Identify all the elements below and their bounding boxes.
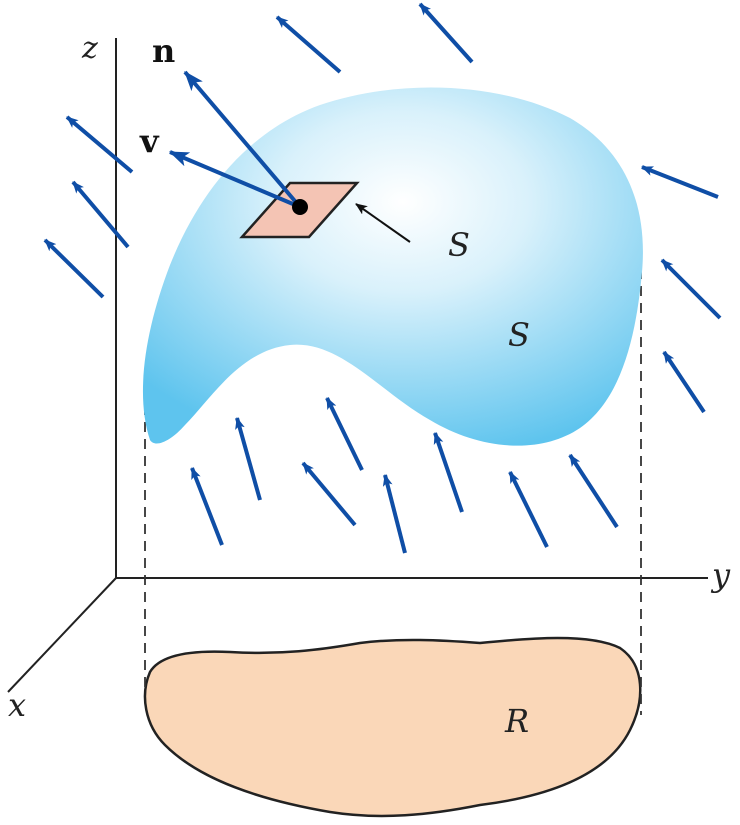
surface-label-primary: S [448, 226, 470, 264]
surface-s [142, 87, 643, 446]
patch-pointer-arrow [355, 203, 411, 243]
surface-label-secondary: S [508, 316, 530, 354]
field-arrow [660, 258, 722, 320]
field-arrow [568, 453, 619, 529]
region-label: R [504, 702, 529, 740]
field-arrow [382, 474, 407, 554]
x-axis [7, 577, 117, 693]
velocity-vector-v [168, 150, 301, 209]
field-arrow [235, 417, 262, 501]
field-arrow [301, 461, 357, 527]
field-arrow [508, 471, 549, 548]
field-arrow [433, 432, 464, 513]
field-arrow [662, 350, 706, 414]
coordinate-axes [7, 38, 708, 693]
z-axis-label: z [81, 31, 98, 66]
field-arrow [641, 165, 719, 199]
patch-point [292, 199, 308, 215]
y-axis-label: y [710, 556, 731, 594]
velocity-vector-label: v [139, 122, 160, 160]
field-arrow [325, 397, 364, 471]
field-arrow [418, 2, 474, 64]
x-axis-label: x [8, 686, 26, 724]
projection-lines [144, 252, 642, 715]
field-arrow [190, 467, 224, 546]
field-arrow [71, 180, 130, 249]
vector-field [43, 2, 722, 554]
normal-vector-label: n [152, 32, 175, 70]
field-arrow [275, 15, 342, 74]
normal-vector-n [183, 70, 302, 209]
field-arrow [43, 238, 105, 299]
field-arrow [65, 115, 134, 174]
region-r [143, 636, 642, 818]
